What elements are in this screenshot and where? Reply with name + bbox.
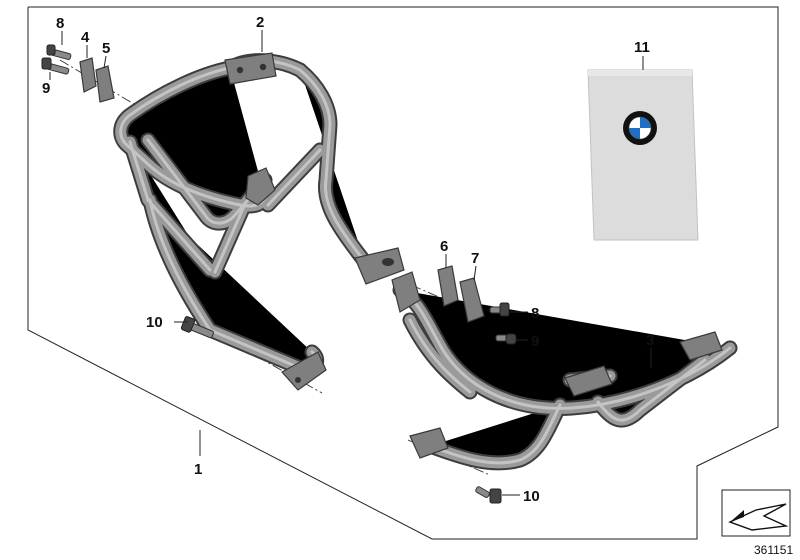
callout-10-left: 10 <box>146 314 163 331</box>
bolt-10-left <box>180 316 215 339</box>
callout-1: 1 <box>194 461 202 478</box>
callout-9-upper: 9 <box>42 80 50 97</box>
direction-arrow-icon <box>721 489 791 537</box>
instruction-booklet <box>578 56 706 248</box>
bolt-8-upper <box>46 44 72 61</box>
callout-9-right: 9 <box>531 333 539 350</box>
crash-bar-upper <box>121 52 405 391</box>
bolt-9-upper <box>41 57 70 75</box>
bmw-roundel-icon <box>623 111 657 145</box>
spacer-plate-5 <box>95 65 115 103</box>
reference-number: 361151 <box>754 543 793 557</box>
bolt-9-right <box>495 333 517 345</box>
spacer-plate-6 <box>437 265 459 307</box>
callout-8-right: 8 <box>531 305 539 322</box>
callouts: 1 2 3 4 5 6 7 8 8 9 9 10 10 11 <box>42 14 654 505</box>
callout-6: 6 <box>440 238 448 255</box>
crash-bar-lower <box>391 271 730 463</box>
callout-8-upper: 8 <box>56 15 64 32</box>
callout-2: 2 <box>256 14 264 31</box>
callout-7: 7 <box>471 250 479 267</box>
callout-3: 3 <box>646 332 654 349</box>
bolt-8-right <box>489 302 510 317</box>
bolt-10-right <box>475 486 502 504</box>
leader-lines <box>49 30 652 496</box>
callout-4: 4 <box>81 29 90 46</box>
callout-5: 5 <box>102 40 110 57</box>
callout-10-right: 10 <box>523 488 540 505</box>
hardware-parts <box>41 44 517 504</box>
spacer-plate-4 <box>79 57 97 93</box>
callout-11: 11 <box>634 39 650 56</box>
spacer-plate-7 <box>459 277 485 323</box>
assembly-frame <box>27 6 779 540</box>
